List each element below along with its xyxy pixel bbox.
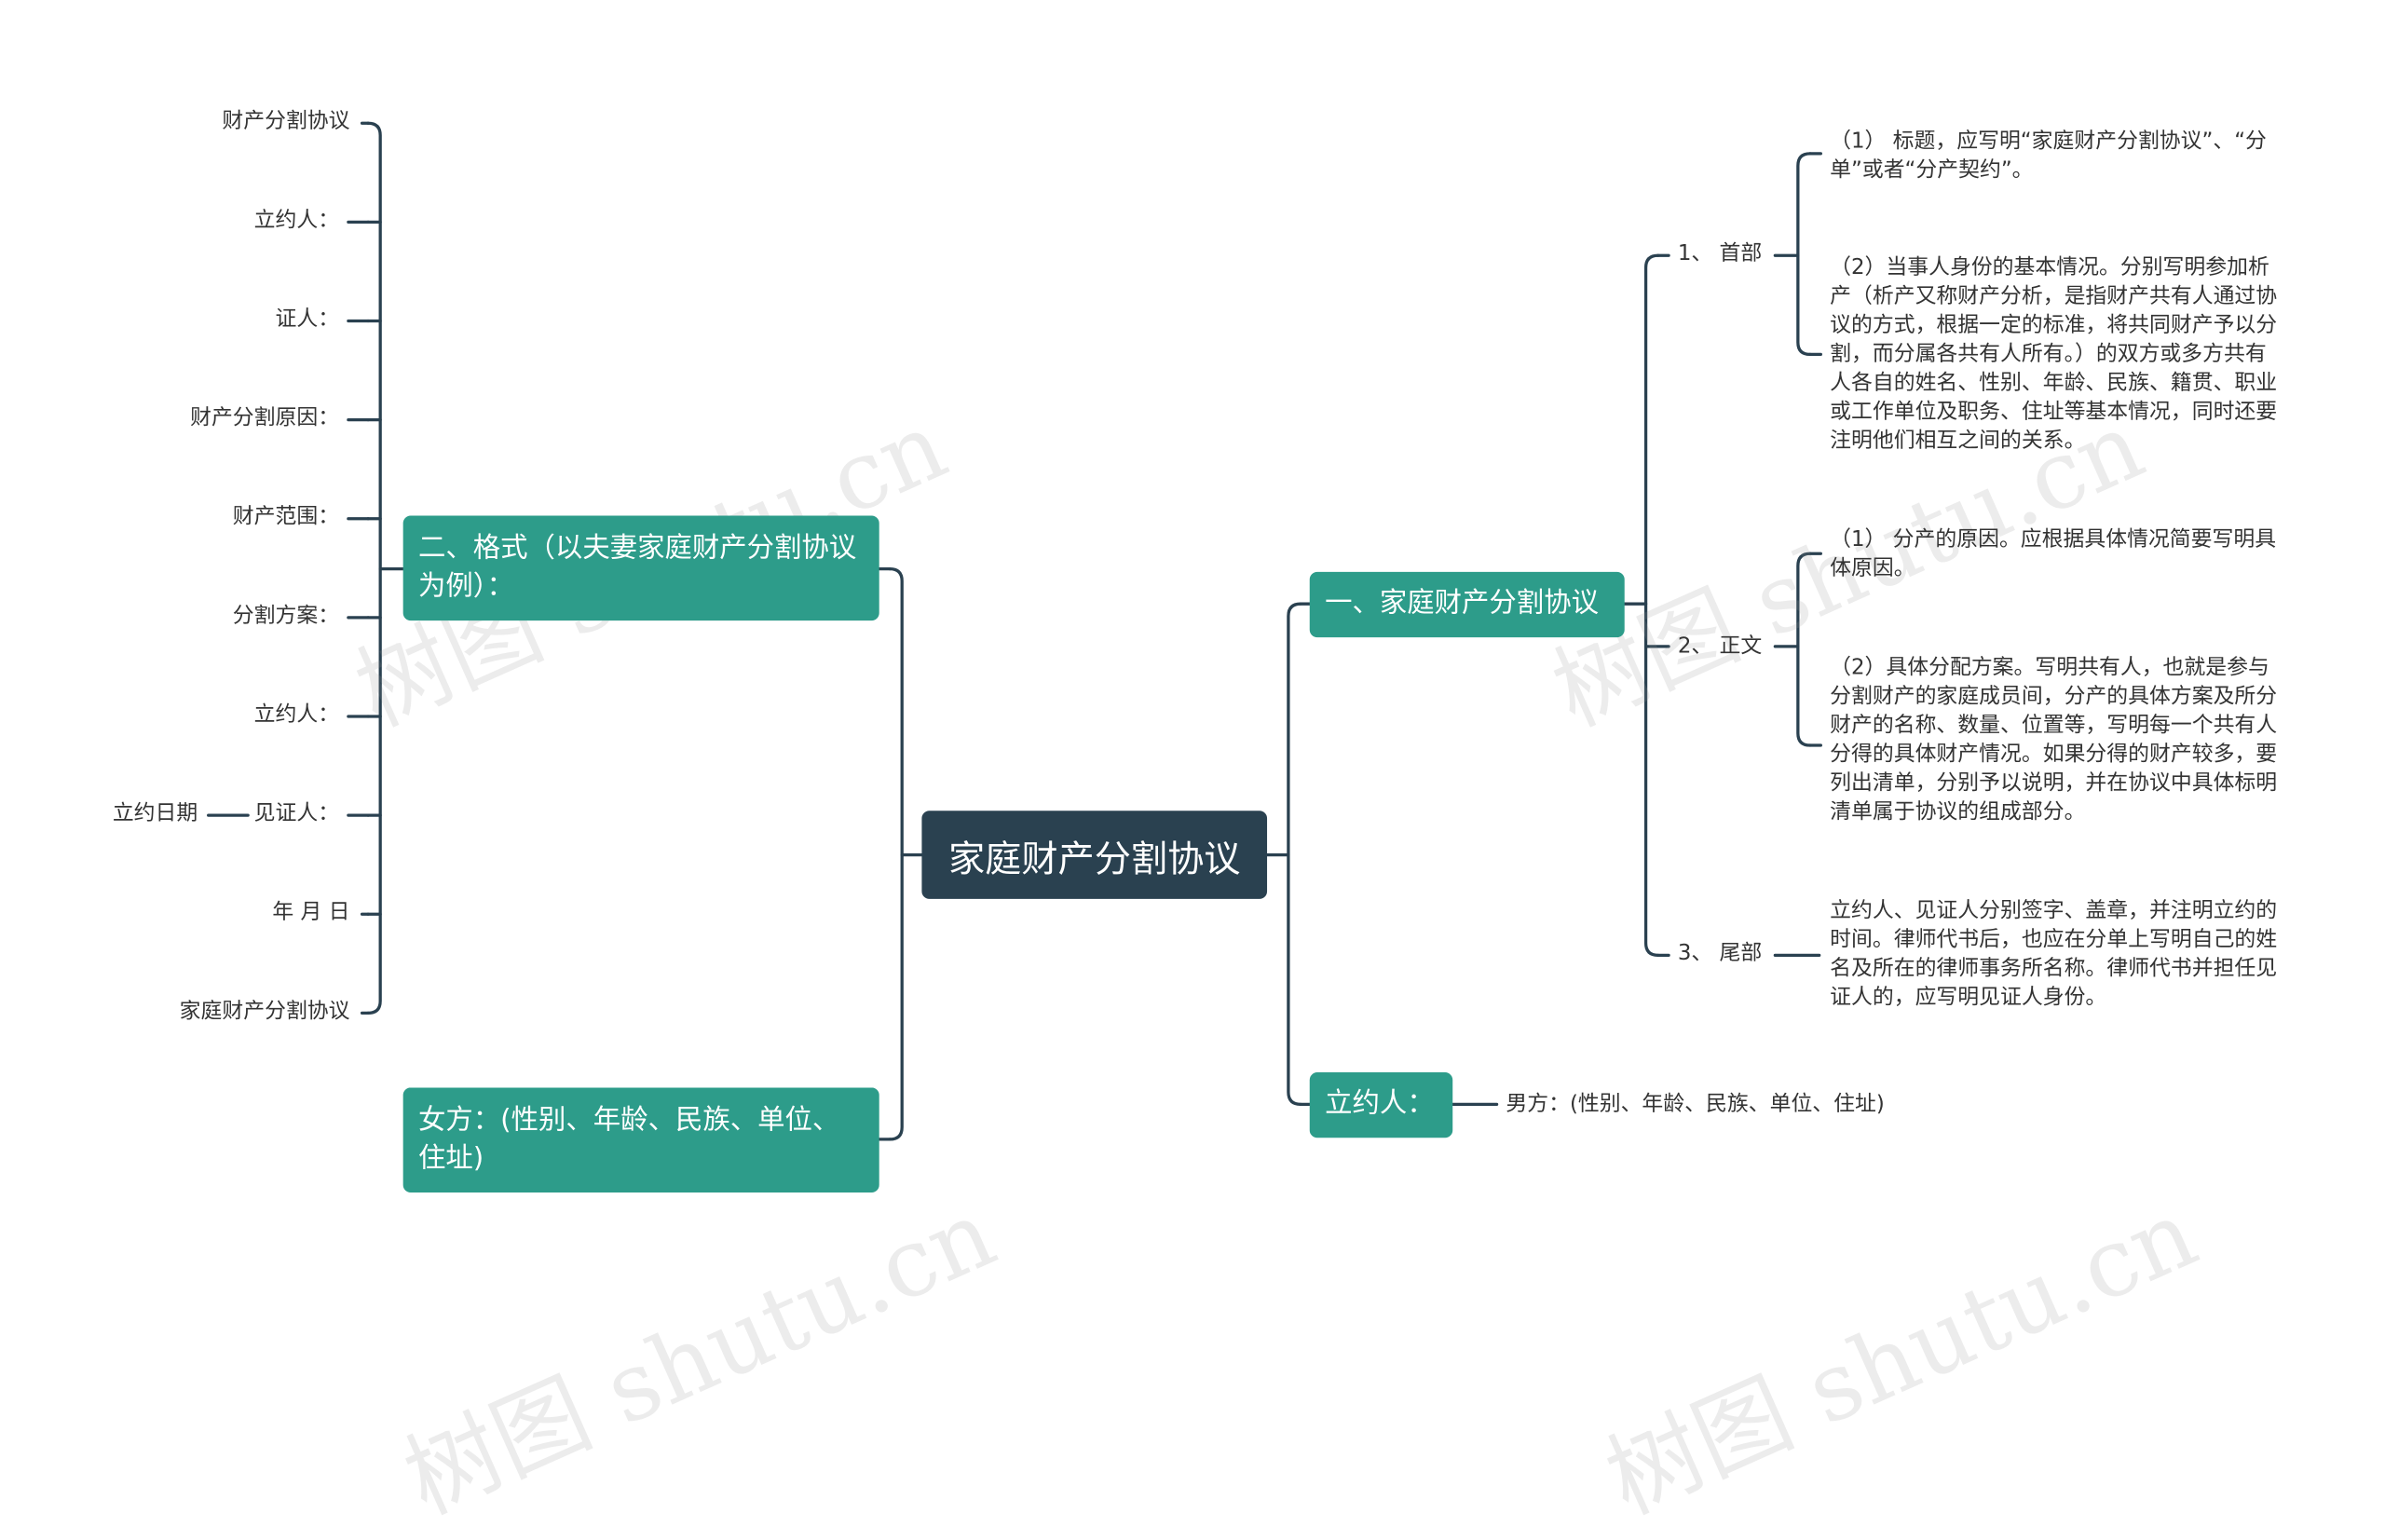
head-node[interactable]: 1、 首部 [1677, 241, 1763, 266]
mindmap-canvas: 树图 shutu.cn 树图 shutu.cn 树图 shutu.cn 树图 s… [112, 109, 2278, 1536]
body-item-reason[interactable]: （1） 分产的原因。应根据具体情况简要写明具体原因。 [1830, 527, 2277, 581]
format-item-scope[interactable]: 财产范围： [232, 505, 340, 530]
man-node[interactable]: 男方：(性别、年龄、民族、单位、住址) [1506, 1092, 1885, 1117]
witness-date-node[interactable]: 立约日期 [112, 801, 198, 826]
section1-node[interactable]: 一、家庭财产分割协议 [1309, 571, 1625, 638]
format-item-party-2[interactable]: 立约人： [253, 702, 340, 728]
body-node[interactable]: 2、 正文 [1677, 634, 1763, 659]
format-item-title-2[interactable]: 家庭财产分割协议 [179, 999, 350, 1024]
head-item-identity[interactable]: （2）当事人身份的基本情况。分别写明参加析产（析产又称财产分析，是指财产共有人通… [1830, 255, 2278, 454]
connector-lines [207, 121, 1822, 1141]
format-node[interactable]: 二、格式（以夫妻家庭财产分割协议为例）： [402, 515, 879, 621]
format-item-witness-2[interactable]: 见证人： [253, 801, 340, 826]
head-item-title[interactable]: （1） 标题，应写明“家庭财产分割协议”、“分单”或者“分产契约”。 [1830, 129, 2267, 183]
tail-node[interactable]: 3、 尾部 [1677, 941, 1763, 966]
party-node[interactable]: 立约人： [1309, 1072, 1453, 1138]
root-node[interactable]: 家庭财产分割协议 [921, 811, 1268, 899]
format-item-date[interactable]: 年 月 日 [272, 900, 350, 925]
format-item-plan[interactable]: 分割方案： [232, 604, 340, 629]
format-item-witness[interactable]: 证人： [275, 307, 340, 332]
woman-node[interactable]: 女方：(性别、年龄、民族、单位、住址) [402, 1087, 879, 1193]
format-item-reason[interactable]: 财产分割原因： [190, 405, 340, 431]
format-item-party[interactable]: 立约人： [253, 208, 340, 233]
tail-text[interactable]: 立约人、见证人分别签字、盖章，并注明立约的时间。律师代书后，也应在分单上写明自己… [1830, 898, 2278, 1011]
body-item-plan[interactable]: （2）具体分配方案。写明共有人，也就是参与分割财产的家庭成员间，分产的具体方案及… [1830, 655, 2278, 825]
format-item-title[interactable]: 财产分割协议 [222, 109, 350, 134]
